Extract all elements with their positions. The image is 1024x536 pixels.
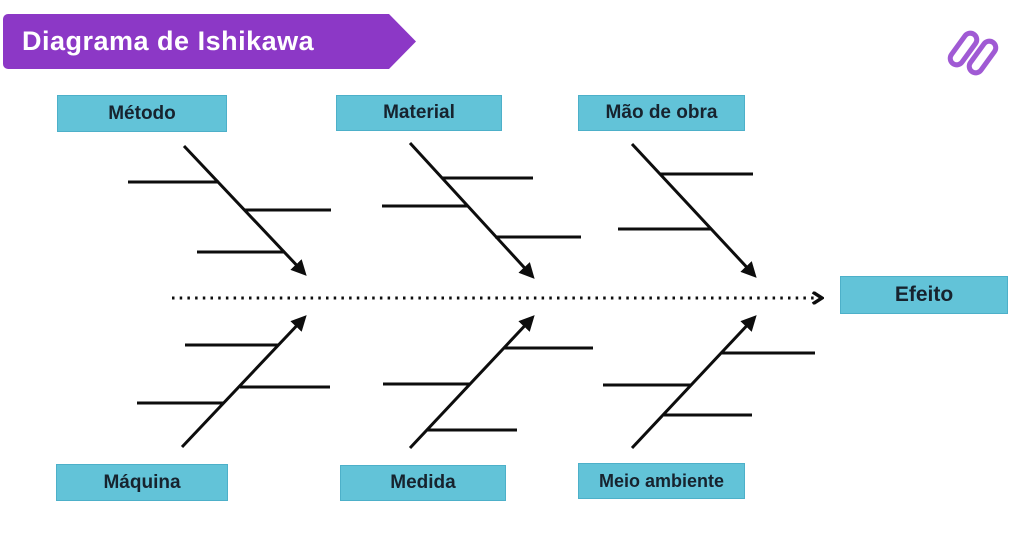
fishbone-lines [128,141,820,450]
meio-ambiente-bone [603,315,815,450]
page-title: Diagrama de Ishikawa [22,26,315,56]
cause-box-meio-ambiente: Meio ambiente [578,463,745,499]
material-bone-main-arrow [408,141,535,279]
meio-ambiente-bone-main-arrow [630,315,757,450]
medida-bone [383,315,593,450]
material-bone [382,141,581,279]
medida-bone-main-arrow [408,315,535,450]
cause-label: Material [383,102,455,123]
title-banner: Diagrama de Ishikawa [3,14,416,69]
mao-de-obra-bone [618,142,757,278]
metodo-bone [128,144,331,276]
cause-box-mao-de-obra: Mão de obra [578,95,745,131]
cause-label: Método [108,102,176,124]
cause-box-metodo: Método [57,95,227,132]
effect-label: Efeito [894,283,954,306]
maquina-bone [137,315,330,449]
zigzag-logo-icon [947,30,999,76]
cause-box-material: Material [336,95,502,131]
mao-de-obra-bone-main-arrow [630,142,757,278]
maquina-bone-main-arrow [180,315,307,449]
cause-label: Máquina [103,471,181,493]
cause-box-maquina: Máquina [56,464,228,501]
cause-label: Mão de obra [605,102,718,123]
effect-box: Efeito [840,276,1008,314]
cause-label: Meio ambiente [598,470,725,491]
cause-box-medida: Medida [340,465,506,501]
cause-label: Medida [390,472,456,493]
